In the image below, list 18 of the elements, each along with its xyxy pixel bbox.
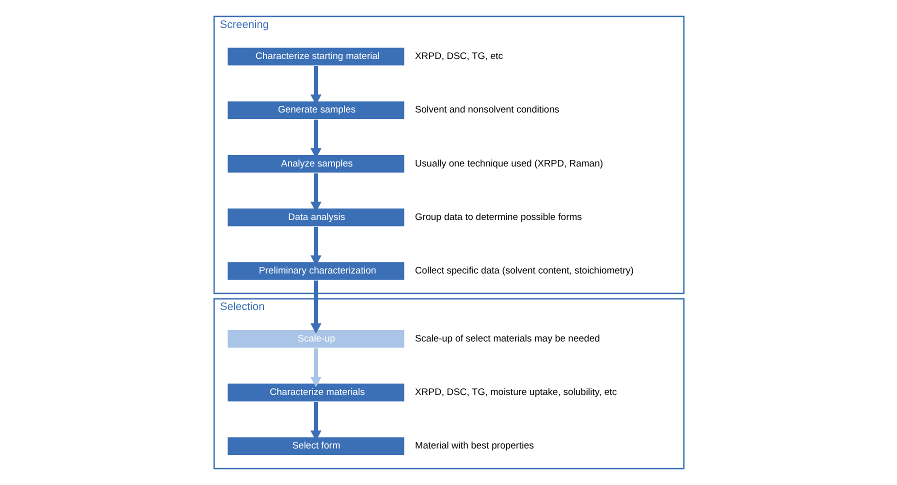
node-label: Material with best properties — [414, 440, 534, 452]
node-box: Preliminary characterization — [227, 262, 404, 280]
node-box: Analyze samples — [227, 154, 404, 173]
node-box: Characterize materials — [227, 384, 404, 402]
node-box: Data analysis — [227, 208, 404, 226]
node-label: Usually one technique used (XRPD, Raman) — [414, 158, 603, 170]
node-label: Group data to determine possible forms — [414, 212, 582, 223]
node-label: Solvent and nonsolvent conditions — [414, 104, 559, 116]
arrow — [310, 280, 321, 334]
node-box: Characterize starting material — [227, 48, 404, 66]
node-label: Collect specific data (solvent content, stoichiometry) — [414, 266, 634, 277]
node-box: Scale-up — [227, 330, 404, 348]
node-box: Select form — [227, 437, 404, 455]
arrow — [310, 348, 321, 388]
node-box: Generate samples — [227, 101, 404, 119]
node-label: Scale-up of select materials may be needed — [414, 333, 600, 344]
node-label: XRPD, DSC, TG, etc — [414, 51, 503, 62]
node-label: XRPD, DSC, TG, moisture uptake, solubility, etc — [414, 387, 616, 398]
